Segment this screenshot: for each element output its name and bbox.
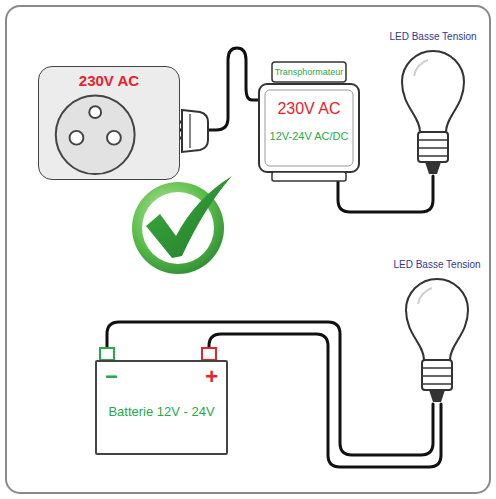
cable [338,176,433,212]
outer-frame [6,6,490,493]
terminal-row: −+ [97,362,226,388]
positive-terminal: + [205,366,218,388]
transformer-body [258,60,360,182]
bulb-icon [402,274,472,404]
led-bulb: LED Basse Tension [378,30,488,176]
wall-socket: 230V AC [38,66,180,180]
output-voltage: 12V-24V AC/DC [270,130,349,142]
negative-terminal: − [105,366,118,388]
input-voltage: 230V AC [277,100,340,118]
cable [209,334,441,467]
check-mark [132,176,232,274]
bulb-icon [398,46,468,176]
battery-label: Batterie 12V - 24V [108,404,214,419]
bulb-label: LED Basse Tension [393,258,480,272]
voltage-label: 230V AC [79,72,139,89]
transformer-title: Transphormateur [275,60,344,82]
bulb-label: LED Basse Tension [389,30,476,44]
transformer: Transphormateur 230V AC 12V-24V AC/DC [258,60,360,182]
battery-terminals [100,348,216,360]
led-bulb: LED Basse Tension [382,258,492,404]
battery: −+Batterie 12V - 24V [95,360,228,455]
